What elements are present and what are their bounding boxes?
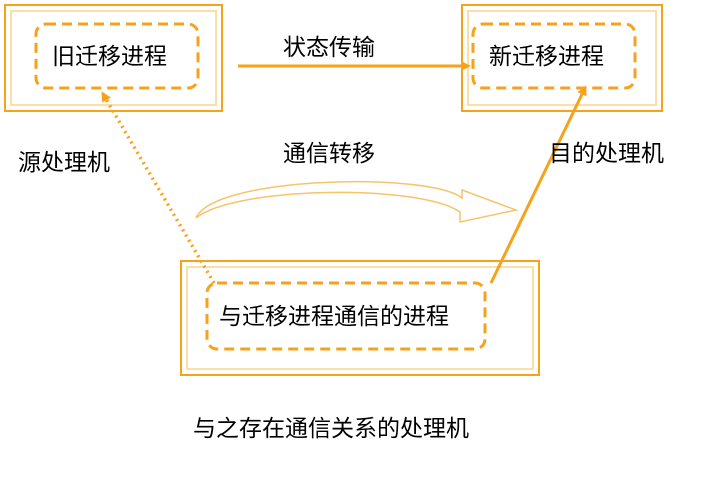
comm-transfer-label: 通信转移 (283, 141, 375, 167)
old-link-dotted-arrow (101, 91, 216, 284)
state-transfer-label: 状态传输 (283, 35, 375, 61)
communicating-machine-label: 与之存在通信关系的处理机 (193, 416, 469, 442)
old-process-label: 旧迁移进程 (52, 44, 167, 70)
comm-process-box (205, 281, 487, 351)
new-process-box (471, 22, 637, 90)
comm-process-label: 与迁移进程通信的进程 (219, 304, 449, 330)
new-process-label: 新迁移进程 (489, 44, 604, 70)
destination-machine-frame (461, 4, 663, 112)
new-link-arrow (489, 85, 587, 284)
source-machine-label: 源处理机 (18, 150, 110, 176)
communicating-machine-frame (180, 260, 540, 376)
comm-transfer-curve-arrow (195, 180, 519, 223)
destination-machine-label: 目的处理机 (549, 141, 664, 167)
old-process-box (34, 22, 200, 90)
